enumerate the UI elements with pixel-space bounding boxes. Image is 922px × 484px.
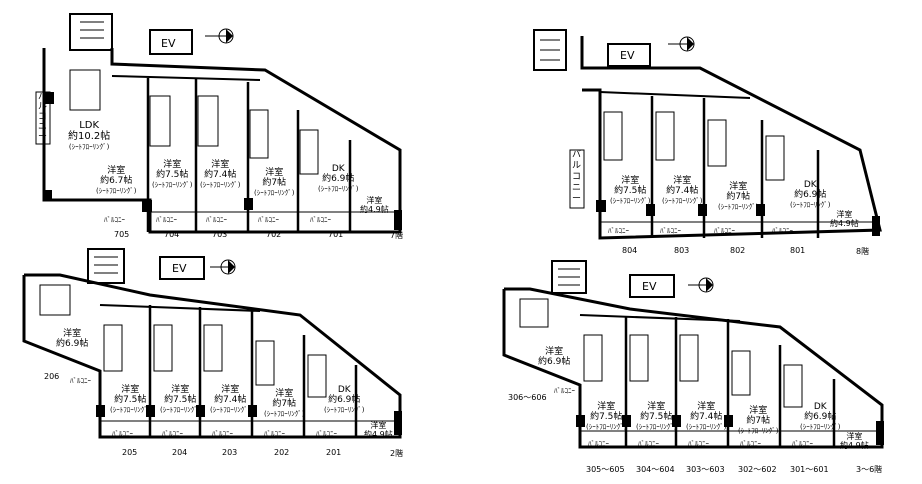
balcony-label: ﾊﾞﾙｺﾆｰ (212, 430, 233, 438)
room-704: 洋室約7.5帖(ｼｰﾄﾌﾛｰﾘﾝｸﾞ) (152, 160, 193, 189)
side-balcony-label: バルコニー (38, 92, 48, 142)
unit-number: 703 (212, 230, 228, 239)
balcony-label: ﾊﾞﾙｺﾆｰ (740, 440, 761, 448)
balcony-label: ﾊﾞﾙｺﾆｰ (104, 216, 125, 224)
unit-number: 306～606 (508, 393, 547, 402)
unit-number: 804 (622, 246, 638, 255)
unit-number: 802 (730, 246, 746, 255)
unit-number: 205 (122, 448, 138, 457)
ev-label: EV (642, 280, 657, 293)
balcony-label: ﾊﾞﾙｺﾆｰ (554, 387, 575, 395)
floor-plan-7-drawing: EV (35, 13, 402, 234)
unit-number: 304～604 (636, 465, 675, 474)
unit-number: 302～602 (738, 465, 777, 474)
side-balcony-label: バルコニー (572, 150, 582, 204)
balcony-label: ﾊﾞﾙｺﾆｰ (688, 440, 709, 448)
room-702: 洋室約7帖(ｼｰﾄﾌﾛｰﾘﾝｸﾞ) (254, 168, 295, 197)
unit-number: 203 (222, 448, 238, 457)
unit-number: 206 (44, 372, 60, 381)
balcony-label: ﾊﾞﾙｺﾆｰ (714, 227, 735, 235)
room-extra: 洋室約4.9帖 (840, 432, 869, 450)
room-306-606: 洋室約6.9帖 (538, 347, 571, 367)
room-extra: 洋室約4.9帖 (830, 210, 859, 228)
balcony-label: ﾊﾞﾙｺﾆｰ (206, 216, 227, 224)
floor-label: 2階 (390, 449, 404, 458)
room-803: 洋室約7.4帖(ｼｰﾄﾌﾛｰﾘﾝｸﾞ) (662, 176, 703, 205)
balcony-label: ﾊﾞﾙｺﾆｰ (772, 227, 793, 235)
floor-label: 3～6階 (856, 465, 883, 474)
balcony-label: ﾊﾞﾙｺﾆｰ (112, 430, 133, 438)
unit-number: 704 (164, 230, 180, 239)
floor-plan-3-6-drawing: EV (502, 260, 884, 449)
unit-number: 305～605 (586, 465, 625, 474)
unit-number: 201 (326, 448, 342, 457)
unit-number: 803 (674, 246, 690, 255)
balcony-label: ﾊﾞﾙｺﾆｰ (608, 227, 629, 235)
room-302-602: 洋室約7帖(ｼｰﾄﾌﾛｰﾘﾝｸﾞ) (738, 406, 779, 435)
balcony-label: ﾊﾞﾙｺﾆｰ (264, 430, 285, 438)
floor-plan-2-drawing: EV (22, 248, 402, 439)
floor-label: 7階 (390, 231, 404, 240)
unit-number: 202 (274, 448, 290, 457)
floor-plan-2: EV 洋室約6.9帖 206 ﾊﾞﾙｺﾆｰ 洋室約7.5帖(ｼｰﾄﾌﾛｰﾘﾝｸﾞ… (0, 245, 460, 480)
balcony-label: ﾊﾞﾙｺﾆｰ (156, 216, 177, 224)
room-extra: 洋室約4.9帖 (364, 421, 393, 439)
room-304-604: 洋室約7.5帖(ｼｰﾄﾌﾛｰﾘﾝｸﾞ) (636, 402, 677, 431)
floor-plan-8: EV バルコニー 洋室約7.5帖(ｼｰﾄﾌﾛｰﾘﾝｸﾞ) 洋室約7.4帖(ｼｰﾄ… (500, 0, 922, 262)
floor-plan-8-drawing: EV (533, 29, 882, 240)
room-703: 洋室約7.4帖(ｼｰﾄﾌﾛｰﾘﾝｸﾞ) (200, 160, 241, 189)
balcony-label: ﾊﾞﾙｺﾆｰ (792, 440, 813, 448)
balcony-label: ﾊﾞﾙｺﾆｰ (316, 430, 337, 438)
ev-label: EV (161, 37, 176, 50)
balcony-label: ﾊﾞﾙｺﾆｰ (162, 430, 183, 438)
room-705: 洋室約6.7帖(ｼｰﾄﾌﾛｰﾘﾝｸﾞ) (96, 166, 137, 195)
floor-label: 8階 (856, 247, 870, 256)
room-206: 洋室約6.9帖 (56, 329, 89, 349)
ev-label: EV (172, 262, 187, 275)
room-extra: 洋室約4.9帖 (360, 196, 389, 214)
unit-number: 701 (328, 230, 344, 239)
room-804: 洋室約7.5帖(ｼｰﾄﾌﾛｰﾘﾝｸﾞ) (610, 176, 651, 205)
room-202: 洋室約7帖(ｼｰﾄﾌﾛｰﾘﾝｸﾞ) (264, 389, 305, 418)
unit-number: 705 (114, 230, 130, 239)
unit-number: 204 (172, 448, 188, 457)
floor-plan-3-6: EV 洋室約6.9帖 306～606 ﾊﾞﾙｺﾆｰ 洋室約7.5帖(ｼｰﾄﾌﾛｰ… (490, 255, 922, 480)
unit-number: 702 (266, 230, 282, 239)
balcony-label: ﾊﾞﾙｺﾆｰ (588, 440, 609, 448)
unit-number: 801 (790, 246, 806, 255)
balcony-label: ﾊﾞﾙｺﾆｰ (638, 440, 659, 448)
ev-label: EV (620, 49, 635, 62)
unit-number: 301～601 (790, 465, 829, 474)
balcony-label: ﾊﾞﾙｺﾆｰ (258, 216, 279, 224)
balcony-label: ﾊﾞﾙｺﾆｰ (310, 216, 331, 224)
room-802: 洋室約7帖(ｼｰﾄﾌﾛｰﾘﾝｸﾞ) (718, 182, 759, 211)
balcony-label: ﾊﾞﾙｺﾆｰ (660, 227, 681, 235)
room-303-603: 洋室約7.4帖(ｼｰﾄﾌﾛｰﾘﾝｸﾞ) (686, 402, 727, 431)
unit-number: 303～603 (686, 465, 725, 474)
room-205: 洋室約7.5帖(ｼｰﾄﾌﾛｰﾘﾝｸﾞ) (110, 385, 151, 414)
room-203: 洋室約7.4帖(ｼｰﾄﾌﾛｰﾘﾝｸﾞ) (210, 385, 251, 414)
balcony-label: ﾊﾞﾙｺﾆｰ (70, 377, 91, 385)
room-305-605: 洋室約7.5帖(ｼｰﾄﾌﾛｰﾘﾝｸﾞ) (586, 402, 627, 431)
room-204: 洋室約7.5帖(ｼｰﾄﾌﾛｰﾘﾝｸﾞ) (160, 385, 201, 414)
